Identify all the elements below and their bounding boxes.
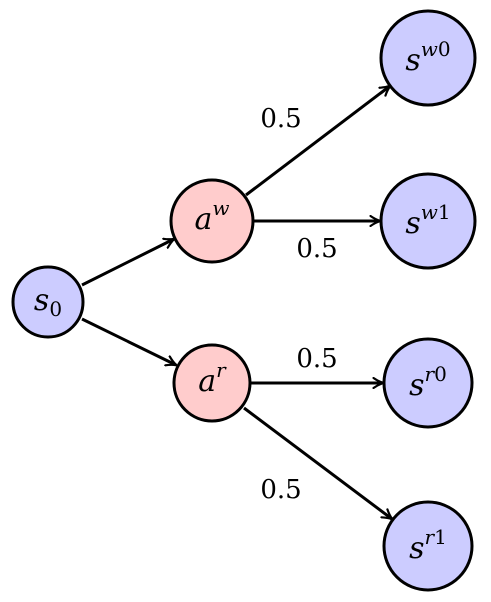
node-sr1-circle bbox=[382, 500, 474, 592]
edge-label-ar-sr1: 0.5 bbox=[260, 475, 301, 505]
edge-labels: 0.5 0.5 0.5 0.5 bbox=[260, 104, 337, 505]
edge-ar-to-sr1 bbox=[243, 406, 392, 519]
node-sr1: sr1 bbox=[382, 500, 474, 592]
node-s0-circle bbox=[11, 265, 85, 339]
edge-label-aw-sw1: 0.5 bbox=[296, 234, 337, 264]
edge-s0-to-aw bbox=[81, 239, 174, 287]
edge-label-ar-sr0: 0.5 bbox=[296, 344, 337, 374]
node-ar-circle bbox=[172, 343, 252, 423]
edge-s0-to-ar bbox=[81, 317, 176, 365]
node-sr0: sr0 bbox=[382, 337, 474, 429]
node-aw-label: aw bbox=[194, 196, 229, 237]
node-aw-circle bbox=[169, 178, 255, 264]
node-sw0: sw0 bbox=[379, 9, 477, 107]
node-ar-label: ar bbox=[198, 358, 227, 399]
node-sr0-label: sr0 bbox=[409, 362, 447, 403]
node-ar: ar bbox=[172, 343, 252, 423]
edge-label-aw-sw0: 0.5 bbox=[260, 104, 301, 134]
node-aw: aw bbox=[169, 178, 255, 264]
node-sw0-label: sw0 bbox=[405, 37, 450, 78]
edge-aw-to-sw0 bbox=[245, 86, 390, 197]
node-sw1: sw1 bbox=[379, 172, 477, 270]
node-s0-label: s0 bbox=[34, 283, 62, 321]
edges bbox=[81, 86, 392, 519]
node-sw1-circle bbox=[379, 172, 477, 270]
node-s0: s0 bbox=[11, 265, 85, 339]
node-sw0-circle bbox=[379, 9, 477, 107]
node-sr0-circle bbox=[382, 337, 474, 429]
node-sw1-label: sw1 bbox=[405, 200, 450, 241]
nodes: s0 aw ar sw0 sw1 sr0 sr1 bbox=[11, 9, 477, 592]
node-sr1-label: sr1 bbox=[409, 525, 447, 566]
